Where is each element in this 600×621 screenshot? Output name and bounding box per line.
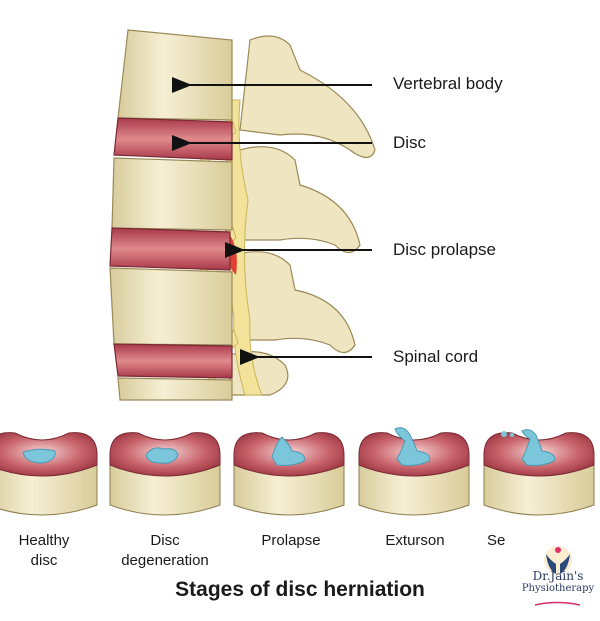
- disc-extrusion: [358, 427, 470, 516]
- stage-label-extrusion: Exturson: [385, 532, 445, 549]
- clinic-logo: Dr.Jain's Physiotherapy: [514, 540, 600, 595]
- disc-stages: [0, 427, 595, 516]
- stage-label-sequestration: Se: [487, 532, 506, 549]
- vertebral-column: [109, 29, 233, 401]
- label-disc-prolapse: Disc prolapse: [393, 240, 496, 259]
- posterior-processes: [229, 35, 376, 396]
- disc-degeneration: [109, 432, 221, 516]
- stage-label-prolapse: Prolapse: [261, 532, 321, 549]
- label-disc: Disc: [393, 133, 427, 152]
- pointer-arrows: [172, 77, 372, 365]
- disc-sequestration: [483, 429, 595, 516]
- label-vertebral-body: Vertebral body: [393, 74, 503, 93]
- logo-line2: Physiotherapy: [521, 583, 595, 594]
- diagram-title: Stages of disc herniation: [175, 578, 425, 601]
- disc-prolapse: [233, 432, 345, 516]
- label-spinal-cord: Spinal cord: [393, 347, 479, 366]
- clinic-logo-icon: [544, 546, 572, 574]
- disc-healthy: [0, 432, 98, 516]
- logo-line1: Dr.Jain's: [532, 569, 584, 583]
